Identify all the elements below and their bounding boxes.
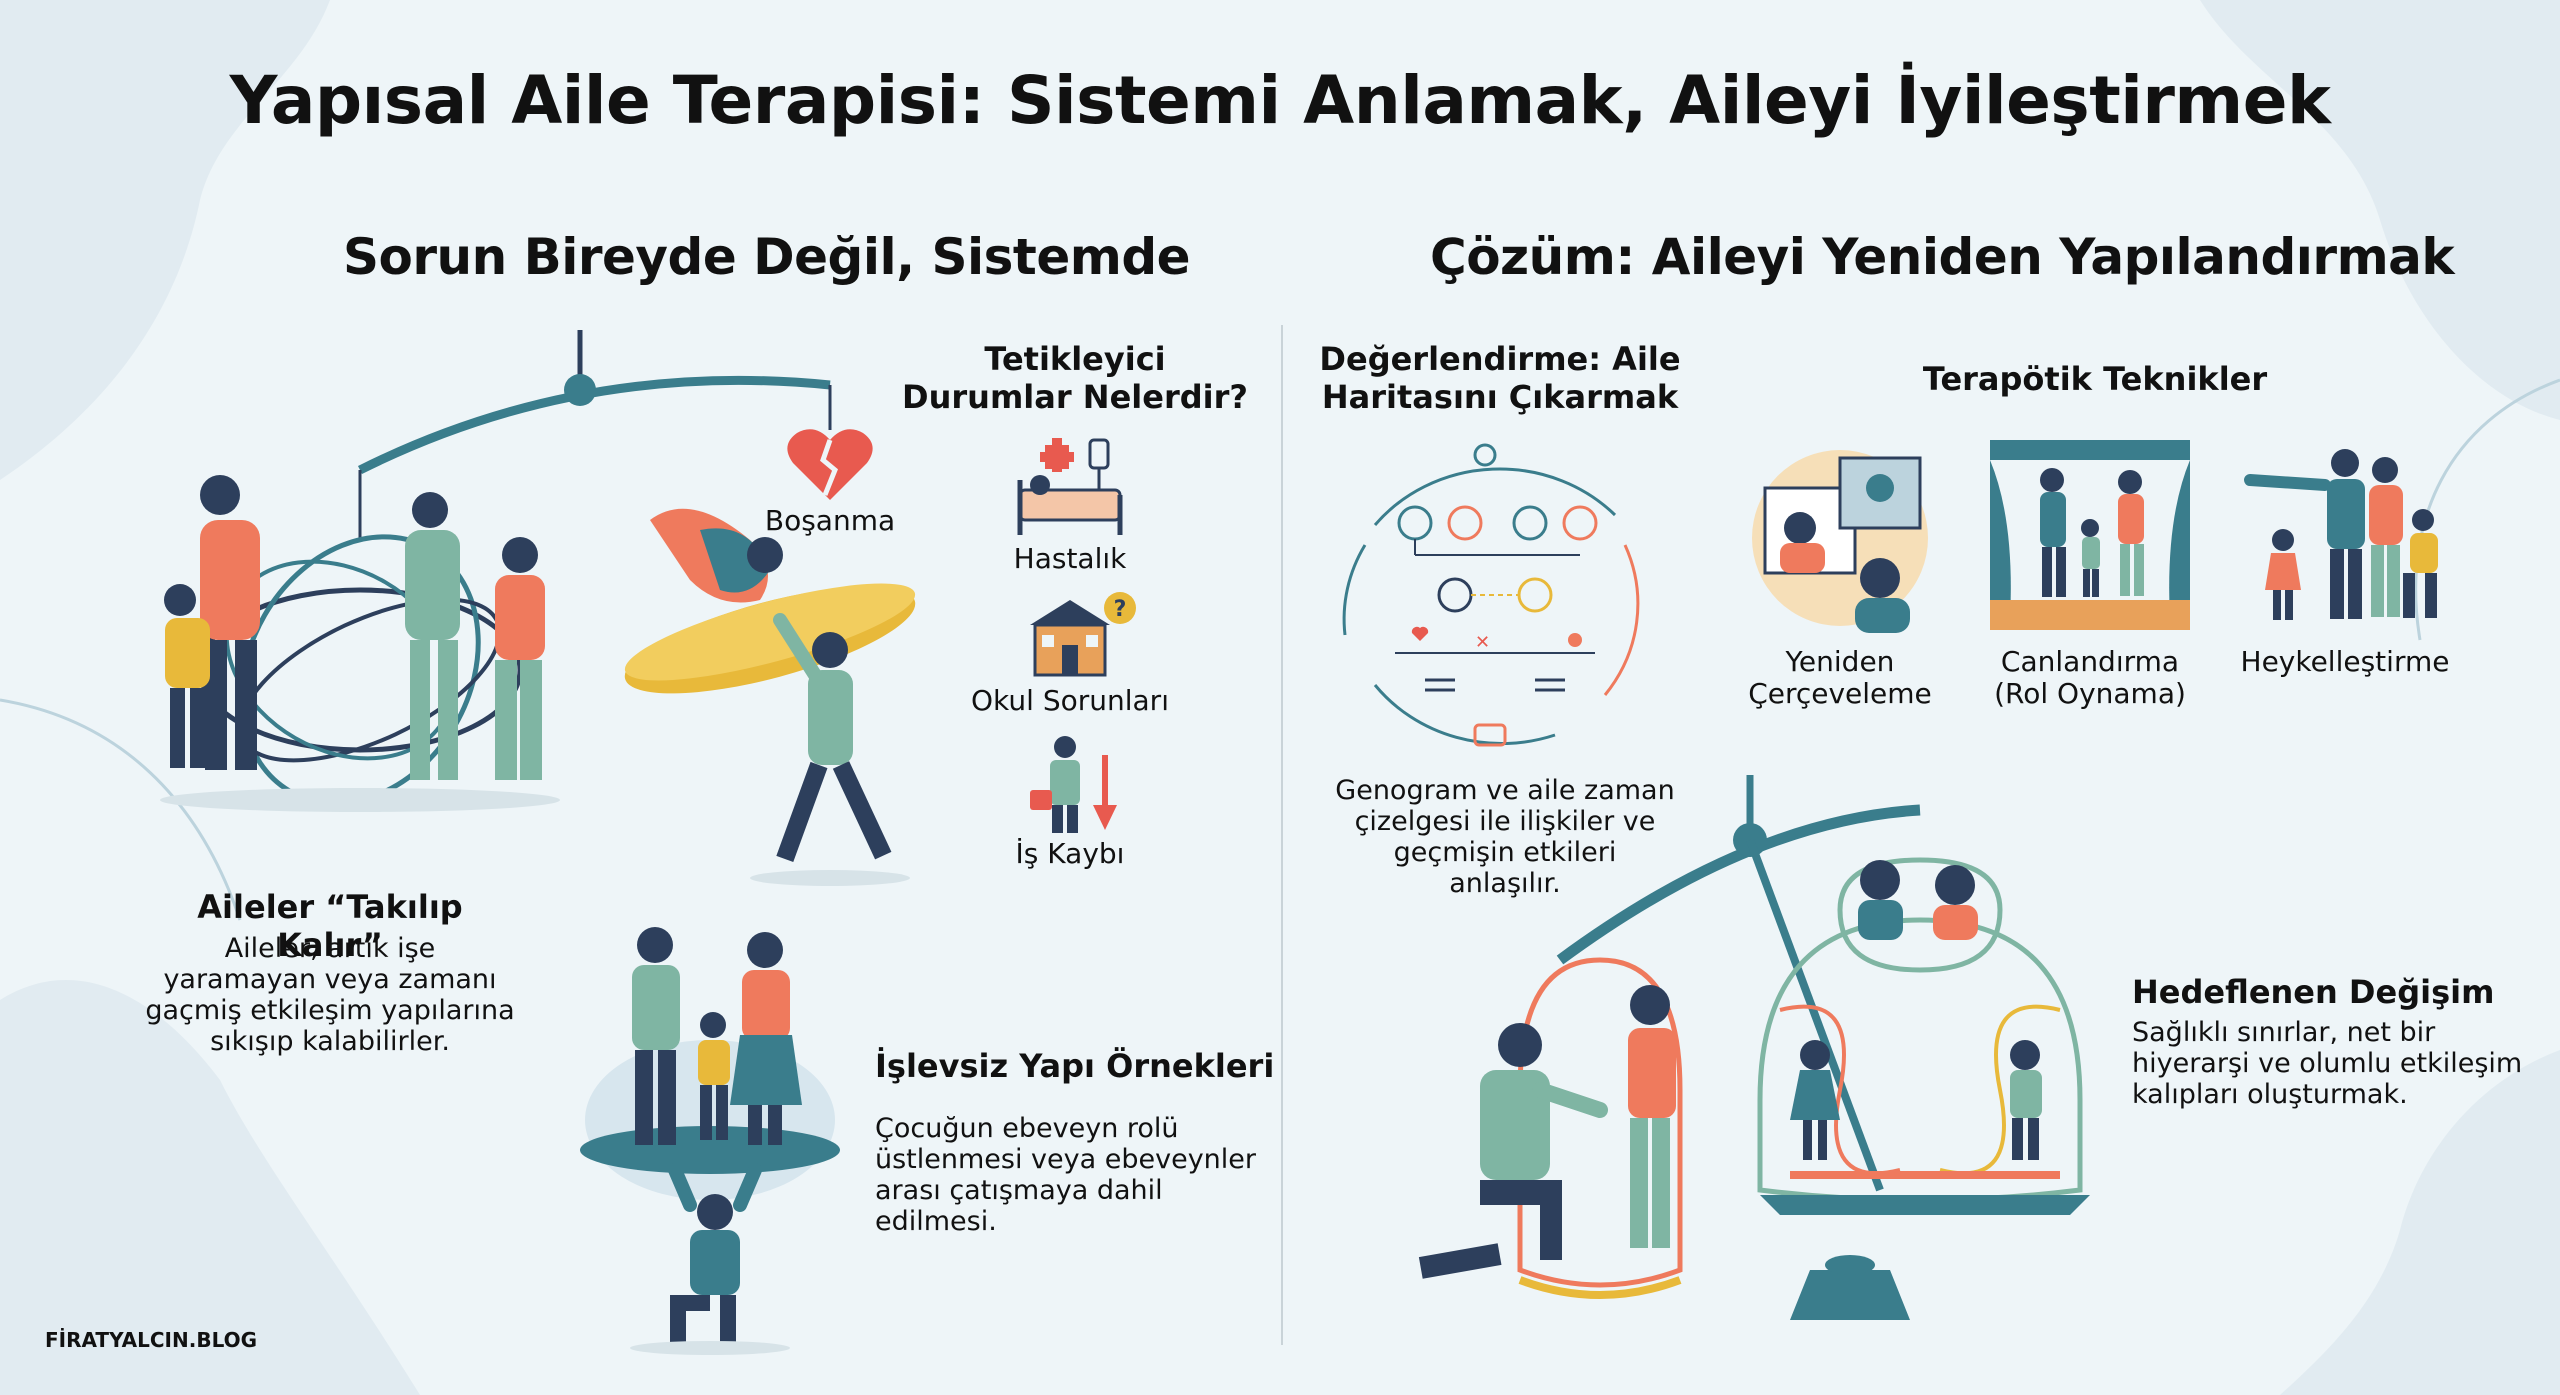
school-icon: ? [1030, 592, 1136, 677]
reframing-illustration [1752, 450, 1928, 633]
stuck-description: Aileler, artık işe yaramayan veya zamanı… [145, 933, 515, 1058]
left-section-heading: Sorun Bireyde Değil, Sistemde [343, 228, 1191, 286]
technique-label-reframing: Yeniden Çerçeveleme [1748, 645, 1932, 711]
goal-description: Sağlıklı sınırlar, net bir hiyerarşi ve … [2132, 1017, 2523, 1111]
section-divider [1281, 325, 1283, 1345]
svg-text:✕: ✕ [1475, 632, 1490, 653]
right-section-heading: Çözüm: Aileyi Yeniden Yapılandırmak [1430, 228, 2455, 286]
hospital-bed-icon [1017, 438, 1123, 535]
svg-text:?: ? [1114, 597, 1127, 622]
trigger-label-school: Okul Sorunları [971, 684, 1169, 717]
techniques-heading: Terapötik Teknikler [1922, 360, 2268, 398]
stuck-heading: Aileler “Takılıp Kalır” [197, 888, 463, 965]
balance-scale-restructuring-illustration [1418, 775, 2090, 1320]
assessment-description: Genogram ve aile zaman çizelgesi ile ili… [1335, 775, 1675, 900]
dysfunctional-description: Çocuğun ebeveyn rolü üstlenmesi veya ebe… [875, 1113, 1257, 1238]
technique-label-role-play: Canlandırma (Rol Oynama) [1994, 645, 2186, 711]
trigger-label-illness: Hastalık [1013, 542, 1127, 575]
child-holding-family-illustration [580, 927, 840, 1355]
goal-heading: Hedeflenen Değişim [2132, 973, 2495, 1011]
family-sculpting-illustration [2244, 449, 2438, 620]
technique-label-sculpting: Heykelleştirme [2240, 645, 2450, 678]
assessment-heading: Değerlendirme: Aile Haritasını Çıkarmak [1319, 340, 1681, 417]
broken-heart-icon [787, 429, 873, 500]
genogram-cycle-diagram: ✕ [1342, 443, 1640, 747]
family-mobile-illustration [160, 330, 916, 886]
footer-brand: FİRATYALCIN.BLOG [45, 1328, 258, 1352]
trigger-label-divorce: Boşanma [764, 504, 896, 537]
dysfunctional-heading: İşlevsiz Yapı Örnekleri [875, 1047, 1275, 1085]
role-play-stage-illustration [1990, 440, 2190, 630]
trigger-label-job-loss: İş Kaybı [1015, 837, 1125, 870]
page-title: Yapısal Aile Terapisi: Sistemi Anlamak, … [229, 62, 2331, 139]
job-loss-icon [1030, 736, 1117, 833]
triggers-heading: Tetikleyici Durumlar Nelerdir? [902, 340, 1248, 417]
